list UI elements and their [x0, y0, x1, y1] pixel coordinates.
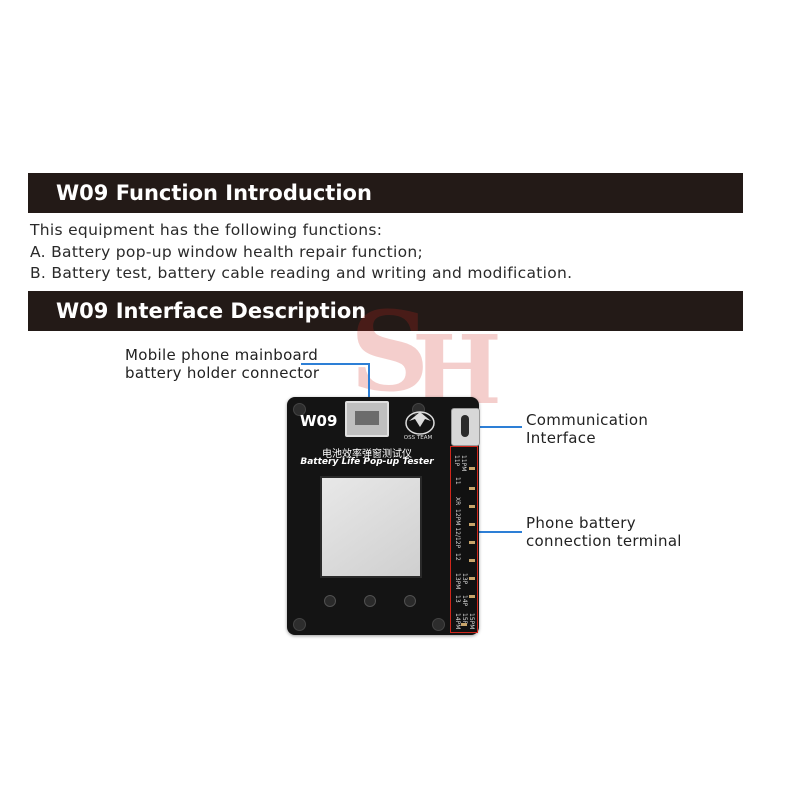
device-button[interactable]	[324, 595, 336, 607]
pin-label: 12PM 12/12P	[454, 509, 461, 549]
screw	[293, 618, 306, 631]
function-b-line: B. Battery test, battery cable reading a…	[30, 264, 573, 282]
section-title: W09 Interface Description	[56, 299, 367, 323]
intro-line: This equipment has the following functio…	[30, 221, 383, 239]
contact-pad	[461, 623, 467, 626]
callout-line	[478, 531, 522, 533]
section-banner-function: W09 Function Introduction	[28, 173, 743, 213]
pin-label: 13	[454, 595, 461, 603]
pin-label: 11PM	[460, 455, 467, 472]
lcd-screen	[320, 476, 422, 578]
contact-pad	[469, 505, 475, 508]
oss-team-logo-icon	[405, 411, 435, 435]
contact-pad	[469, 541, 475, 544]
pin-label: XR	[454, 497, 461, 506]
callout-mainboard-connector: Mobile phone mainboard battery holder co…	[125, 346, 319, 382]
contact-pad	[469, 595, 475, 598]
contact-pad	[469, 559, 475, 562]
communication-port	[451, 408, 480, 446]
callout-text: connection terminal	[526, 532, 682, 550]
callout-communication-interface: Communication Interface	[526, 411, 648, 447]
pin-label: 14P	[461, 595, 468, 607]
device-title-en: Battery Life Pop-up Tester	[300, 457, 434, 467]
contact-pad	[469, 523, 475, 526]
pin-label: 15P	[461, 613, 468, 625]
logo-label: OSS TEAM	[403, 435, 433, 441]
pin-label: 11	[454, 477, 461, 485]
section-banner-interface: W09 Interface Description	[28, 291, 743, 331]
callout-line	[301, 363, 369, 365]
callout-text: Communication	[526, 411, 649, 429]
callout-line	[480, 426, 522, 428]
pin-label: 15PM	[468, 613, 475, 630]
function-a-line: A. Battery pop-up window health repair f…	[30, 243, 423, 261]
pin-label: 12	[454, 553, 461, 561]
device-title-cn: 电池效率弹窗测试仪	[322, 449, 412, 460]
pin-label: 11P	[453, 455, 460, 467]
w09-device: W09 OSS TEAM 电池效率弹窗测试仪 Battery Life Pop-…	[287, 397, 479, 635]
contact-pad	[469, 487, 475, 490]
pin-label: 13PM	[454, 573, 461, 590]
callout-text: Interface	[526, 429, 596, 447]
contact-pad	[469, 577, 475, 580]
callout-line	[368, 363, 370, 405]
battery-terminal-strip: 11P 11PM 11 XR 12PM 12/12P 12 13PM 13P 1…	[450, 446, 478, 633]
device-model: W09	[300, 412, 338, 430]
device-button[interactable]	[364, 595, 376, 607]
section-title: W09 Function Introduction	[56, 181, 372, 205]
battery-holder-connector	[345, 401, 389, 437]
callout-text: Phone battery	[526, 514, 636, 532]
callout-text: battery holder connector	[125, 364, 320, 382]
device-button[interactable]	[404, 595, 416, 607]
pin-label: 14PM	[454, 613, 461, 630]
contact-pad	[469, 467, 475, 470]
screw	[432, 618, 445, 631]
callout-text: Mobile phone mainboard	[125, 346, 319, 364]
callout-battery-terminal: Phone battery connection terminal	[526, 514, 682, 550]
pin-label: 13P	[461, 573, 468, 585]
screw	[293, 403, 306, 416]
